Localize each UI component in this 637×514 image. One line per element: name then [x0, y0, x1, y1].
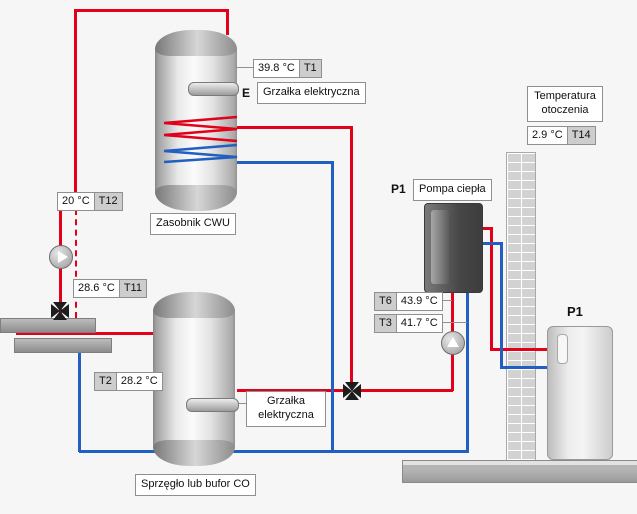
radiator-bar-upper	[0, 318, 96, 333]
sensor-t11-value: 28.6 °C	[73, 279, 120, 298]
sensor-t14-tag: T14	[566, 126, 596, 145]
pipe-hot-outdoor-stub	[481, 227, 493, 230]
pipe-hot-top-horizontal	[74, 9, 229, 12]
t6-connector-line	[434, 300, 452, 301]
sensor-t1-tag: T1	[298, 59, 322, 78]
heat-pump-outdoor-unit	[547, 326, 613, 460]
sensor-t2-value: 28.2 °C	[115, 372, 163, 391]
dhw-tank-bottom-cap	[155, 185, 237, 211]
t1-connector-line	[237, 67, 253, 68]
pipe-cold-outdoor-down	[500, 242, 503, 368]
three-way-valve-icon	[343, 382, 361, 400]
sensor-t3-value: 41.7 °C	[395, 314, 443, 333]
pump-arrow-icon	[447, 337, 459, 347]
circulation-pump-icon	[49, 245, 73, 269]
dhw-tank-top-cap	[155, 30, 237, 56]
heater-top-label: Grzałka elektryczna	[257, 82, 366, 104]
pipe-cold-coil-return-horizontal	[237, 161, 334, 164]
buffer-tank	[153, 292, 235, 466]
sensor-t11-tag: T11	[118, 279, 147, 298]
sensor-t3-tag: T3	[374, 314, 397, 333]
pipe-hot-left-dashed	[75, 209, 77, 318]
buffer-tank-bottom-cap	[153, 440, 235, 466]
pipe-hot-valve-to-buffer	[237, 389, 345, 392]
pipe-cold-radiator-return	[78, 351, 81, 452]
pipe-hot-coil-out-horizontal	[237, 126, 353, 129]
sensor-t14-value: 2.9 °C	[527, 126, 568, 145]
pipe-hot-tank-top-inlet	[226, 9, 229, 35]
pipe-hot-left-riser	[74, 9, 77, 195]
pipe-hot-radiator-to-buffer	[16, 332, 153, 335]
heat-pump-charge-pump-icon	[441, 331, 465, 355]
pump-arrow-icon	[57, 251, 68, 263]
sensor-t6-value: 43.9 °C	[395, 292, 443, 311]
sensor-t12-value: 20 °C	[57, 192, 95, 211]
outdoor-platform	[402, 460, 637, 483]
pipe-cold-heatpump-return	[466, 289, 469, 452]
heat-pump-marker: P1	[391, 182, 406, 196]
pipe-hot-outdoor-down	[490, 227, 493, 351]
heater-bottom-connector-line	[237, 403, 246, 404]
heater-bottom-label: Grzałka elektryczna	[246, 391, 326, 427]
pipe-cold-middle-down	[331, 161, 334, 453]
dhw-tank-label: Zasobnik CWU	[150, 213, 236, 235]
sensor-t12-tag: T12	[93, 192, 123, 211]
heat-pump-label: Pompa ciepła	[413, 179, 492, 201]
pipe-cold-outdoor-stub	[481, 242, 502, 245]
pipe-hot-coil-down	[350, 126, 353, 386]
outdoor-unit-marker: P1	[567, 304, 583, 319]
pipe-hot-valve-to-heatpump	[358, 389, 453, 392]
sensor-t6-tag: T6	[374, 292, 397, 311]
buffer-tank-top-cap	[153, 292, 235, 318]
brick-chimney	[506, 152, 536, 463]
pipe-cold-outdoor-in	[500, 366, 548, 369]
heater-top-marker: E	[242, 86, 251, 100]
buffer-tank-label: Sprzęgło lub bufor CO	[135, 474, 256, 496]
radiator-bar-lower	[14, 338, 112, 353]
buffer-electric-heater	[186, 398, 239, 412]
left-mixing-valve-icon	[51, 302, 69, 320]
outdoor-unit-vent-slot	[557, 334, 568, 364]
t3-connector-line	[434, 322, 467, 323]
heat-pump-indoor-unit	[424, 203, 483, 293]
heat-exchanger-coil	[163, 115, 238, 164]
sensor-t1-value: 39.8 °C	[253, 59, 300, 78]
dhw-electric-heater	[188, 82, 239, 96]
pipe-cold-bottom-horizontal	[79, 450, 469, 453]
heat-pump-front-panel	[431, 210, 449, 284]
ambient-temperature-label: Temperatura otoczenia	[527, 86, 603, 122]
pipe-hot-outdoor-in	[490, 348, 548, 351]
sensor-t2-tag: T2	[94, 372, 117, 391]
